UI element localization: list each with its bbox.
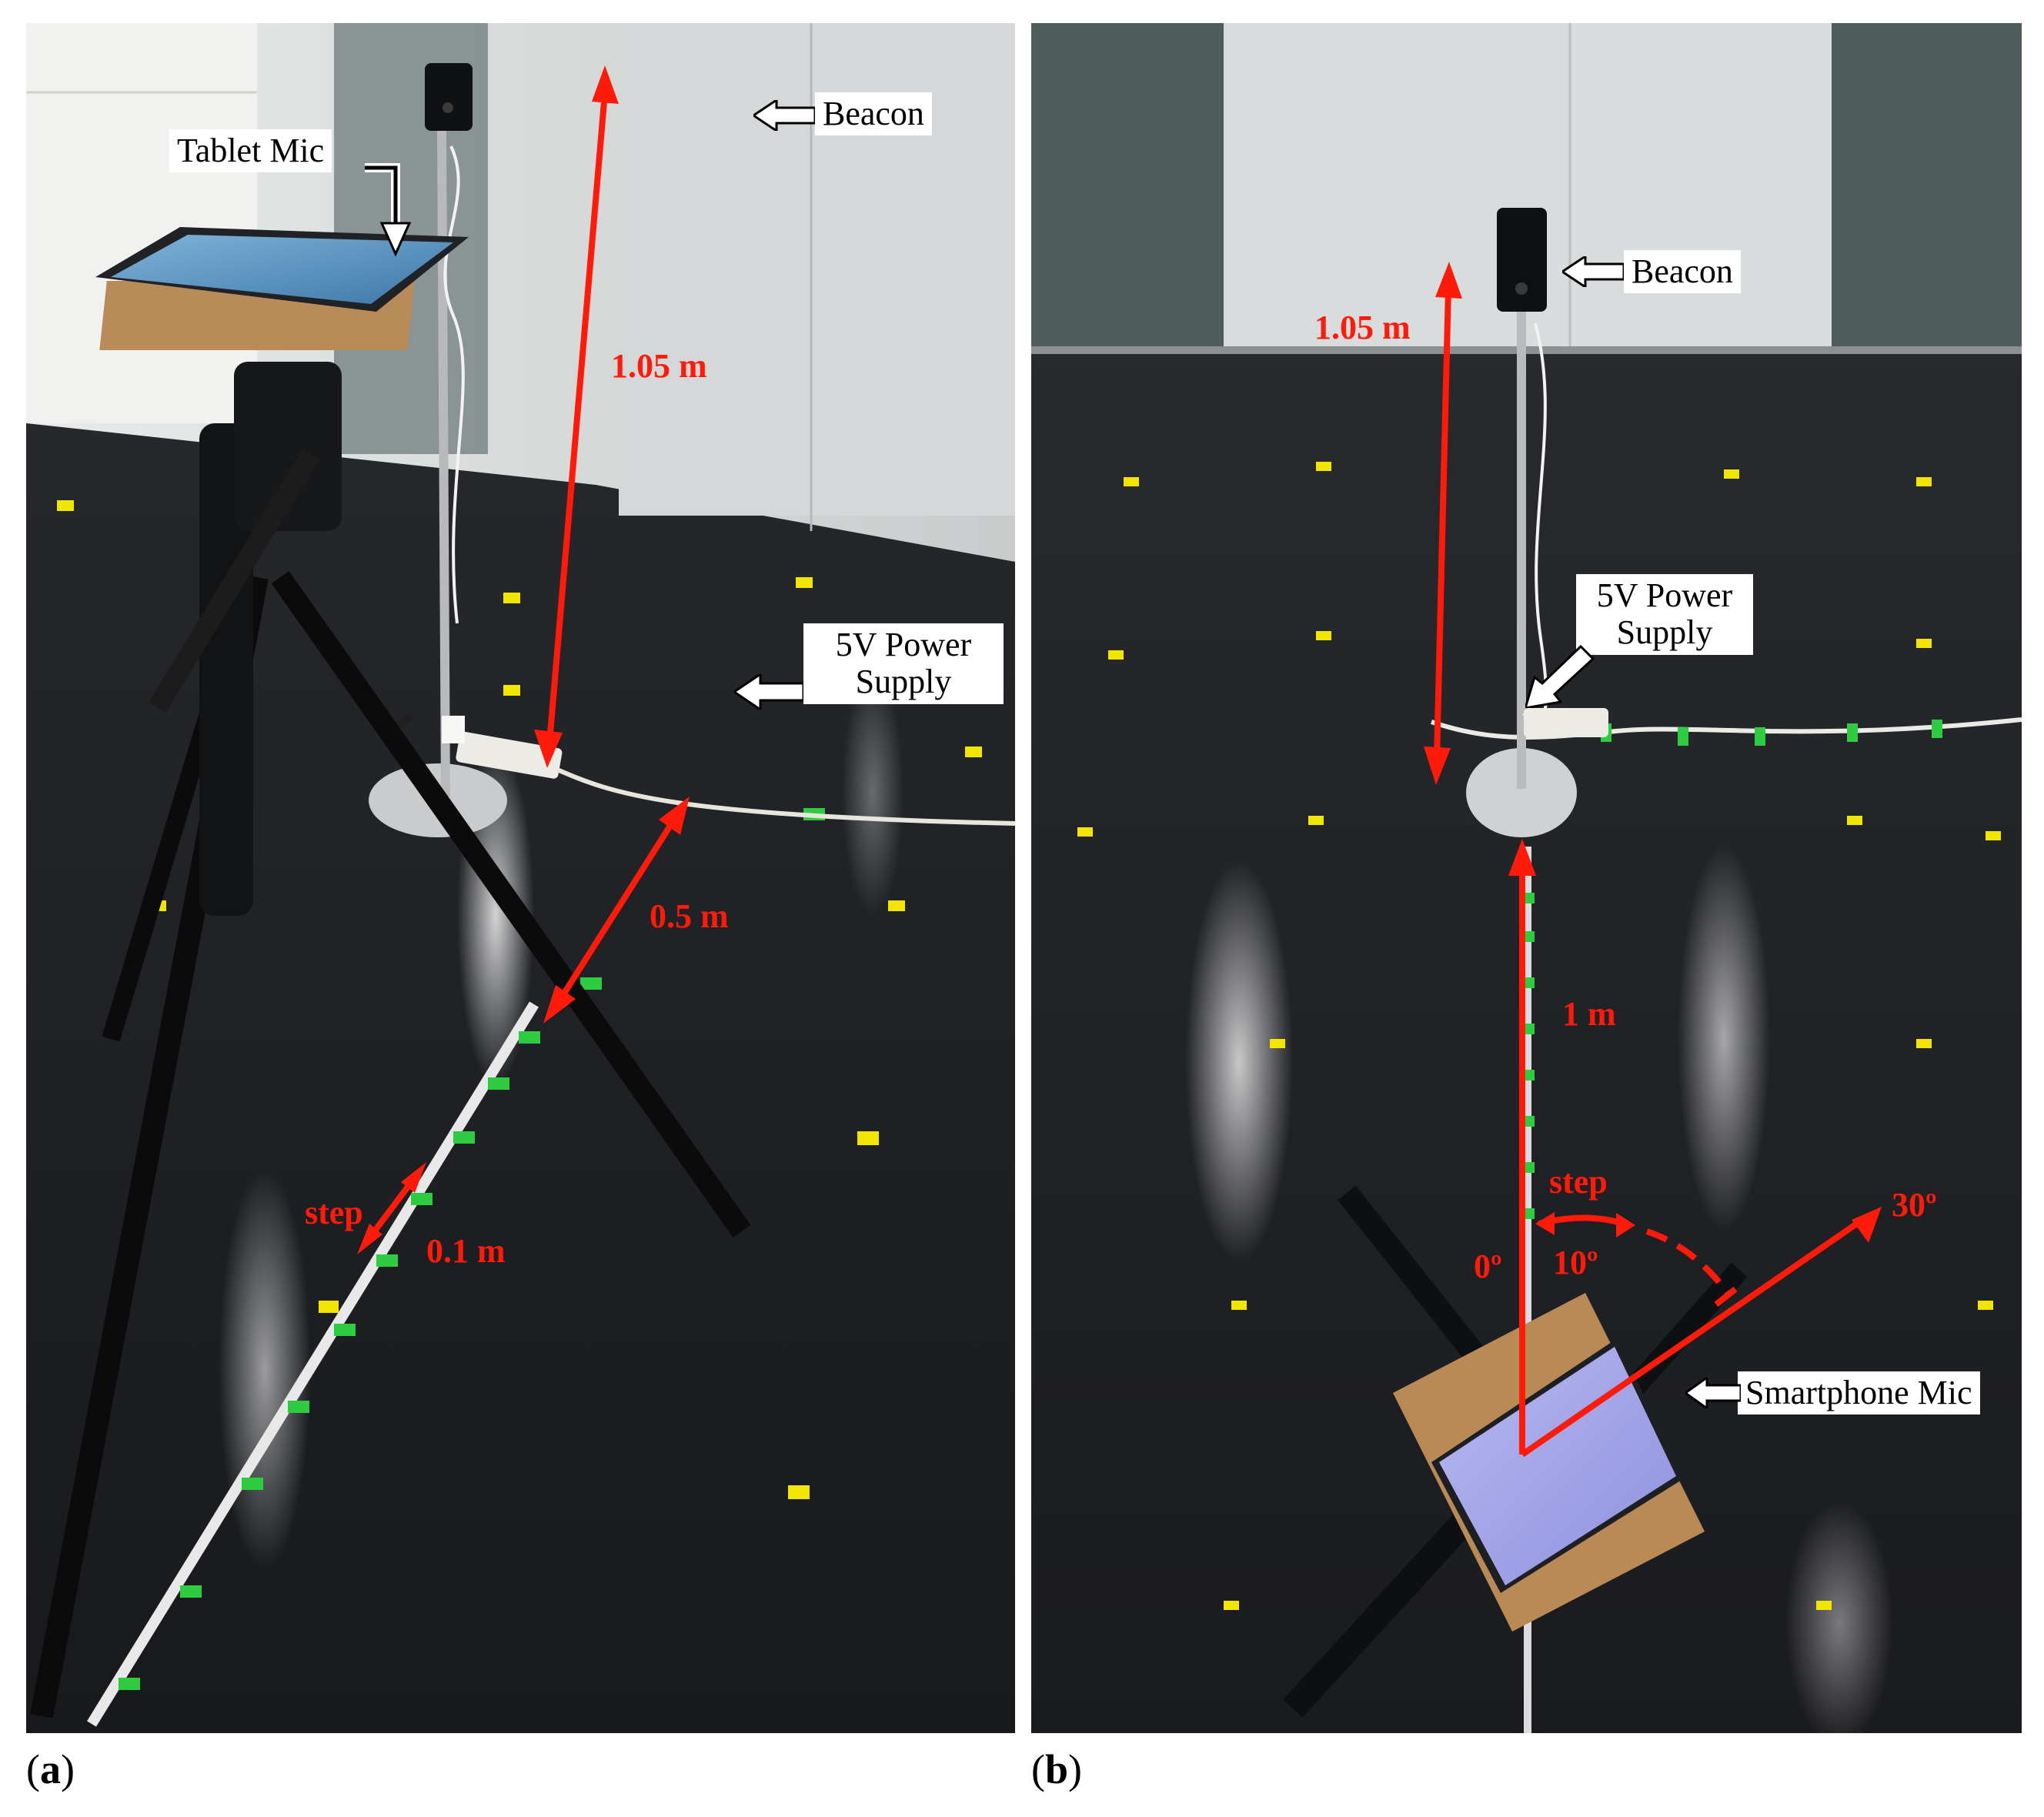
tablet-mic-pointer-icon: [365, 163, 412, 257]
power-strip: [456, 731, 563, 779]
step-label-b: step: [1549, 1163, 1608, 1201]
beacon-pointer-icon-a: [753, 100, 815, 131]
cabinet: [26, 23, 257, 423]
caption-a: (a): [26, 1746, 75, 1792]
tablet-mic-label: Tablet Mic: [177, 132, 325, 169]
annotation-arrows: [357, 65, 690, 1254]
floor-glare: [1678, 847, 1770, 1231]
floor-glare: [842, 670, 903, 916]
photo-panel-a: Tablet Mic Beacon 5V Power Supply 1.05 m…: [26, 23, 1015, 1733]
measuring-tape: [87, 1001, 539, 1727]
height-label-b: 1.05 m: [1314, 309, 1411, 346]
tripod-head: [234, 362, 342, 531]
smartphone-mic-label: Smartphone Mic: [1745, 1374, 1972, 1411]
floor-glare: [1185, 862, 1293, 1262]
caption-a-letter: a: [39, 1746, 61, 1792]
tripod-leg: [1283, 1515, 1472, 1718]
power-supply-pointer-icon-b: [1525, 644, 1595, 708]
distance-label-b: 1 m: [1562, 995, 1616, 1033]
tripod-column: [199, 423, 253, 916]
annotation-arrows: [1424, 262, 1882, 1458]
floor-markers: [57, 500, 982, 1499]
tripod-leg: [271, 570, 751, 1238]
floor-glare: [219, 1170, 311, 1570]
smartphone-mic-callout: Smartphone Mic: [1738, 1371, 1980, 1415]
beacon-device: [425, 63, 473, 131]
floor-glare: [1785, 1501, 1893, 1733]
tape-markers: [119, 808, 825, 1690]
distance-label-a: 0.5 m: [650, 897, 729, 935]
stand-base: [1466, 748, 1577, 837]
photo-panel-b: Beacon 5V Power Supply Smartphone Mic 1.…: [1031, 23, 2022, 1733]
caption-b: (b): [1031, 1746, 1083, 1792]
smartphone-screen: [1439, 1347, 1676, 1585]
pan-handle: [148, 449, 320, 713]
angle-zero-label: 0º: [1474, 1248, 1502, 1285]
glass-panel: [1832, 23, 2022, 346]
power-strip: [1524, 708, 1608, 737]
smartphone-mic-pointer-icon: [1685, 1378, 1741, 1408]
beacon-callout-a: Beacon: [815, 92, 932, 136]
step-size-label-a: 0.1 m: [426, 1232, 506, 1270]
beacon-callout-b: Beacon: [1624, 250, 1741, 294]
beacon-label-a: Beacon: [823, 95, 924, 132]
stand-pole: [437, 130, 450, 797]
power-supply-callout-a: 5V Power Supply: [803, 623, 1004, 704]
beacon-device: [1497, 208, 1547, 312]
power-supply-pointer-icon-a: [734, 674, 803, 710]
beacon-label-b: Beacon: [1632, 252, 1733, 290]
angle-step-label: 10º: [1553, 1244, 1598, 1281]
power-supply-callout-b: 5V Power Supply: [1576, 574, 1753, 655]
beacon-pointer-icon-b: [1562, 256, 1624, 287]
step-label-a: step: [305, 1194, 363, 1231]
photo-a-scene: [26, 23, 1015, 1733]
tablet-mic-callout: Tablet Mic: [169, 129, 332, 173]
photo-b-scene: [1031, 23, 2022, 1733]
glass-panel: [1031, 23, 1224, 346]
caption-b-letter: b: [1044, 1746, 1069, 1792]
height-label-a: 1.05 m: [611, 347, 707, 385]
tablet-screen: [111, 235, 453, 304]
floor-glare: [457, 747, 534, 1085]
angle-max-label: 30º: [1892, 1186, 1937, 1224]
power-supply-label-b: 5V Power Supply: [1596, 576, 1733, 652]
power-supply-label-a: 5V Power Supply: [835, 626, 972, 701]
